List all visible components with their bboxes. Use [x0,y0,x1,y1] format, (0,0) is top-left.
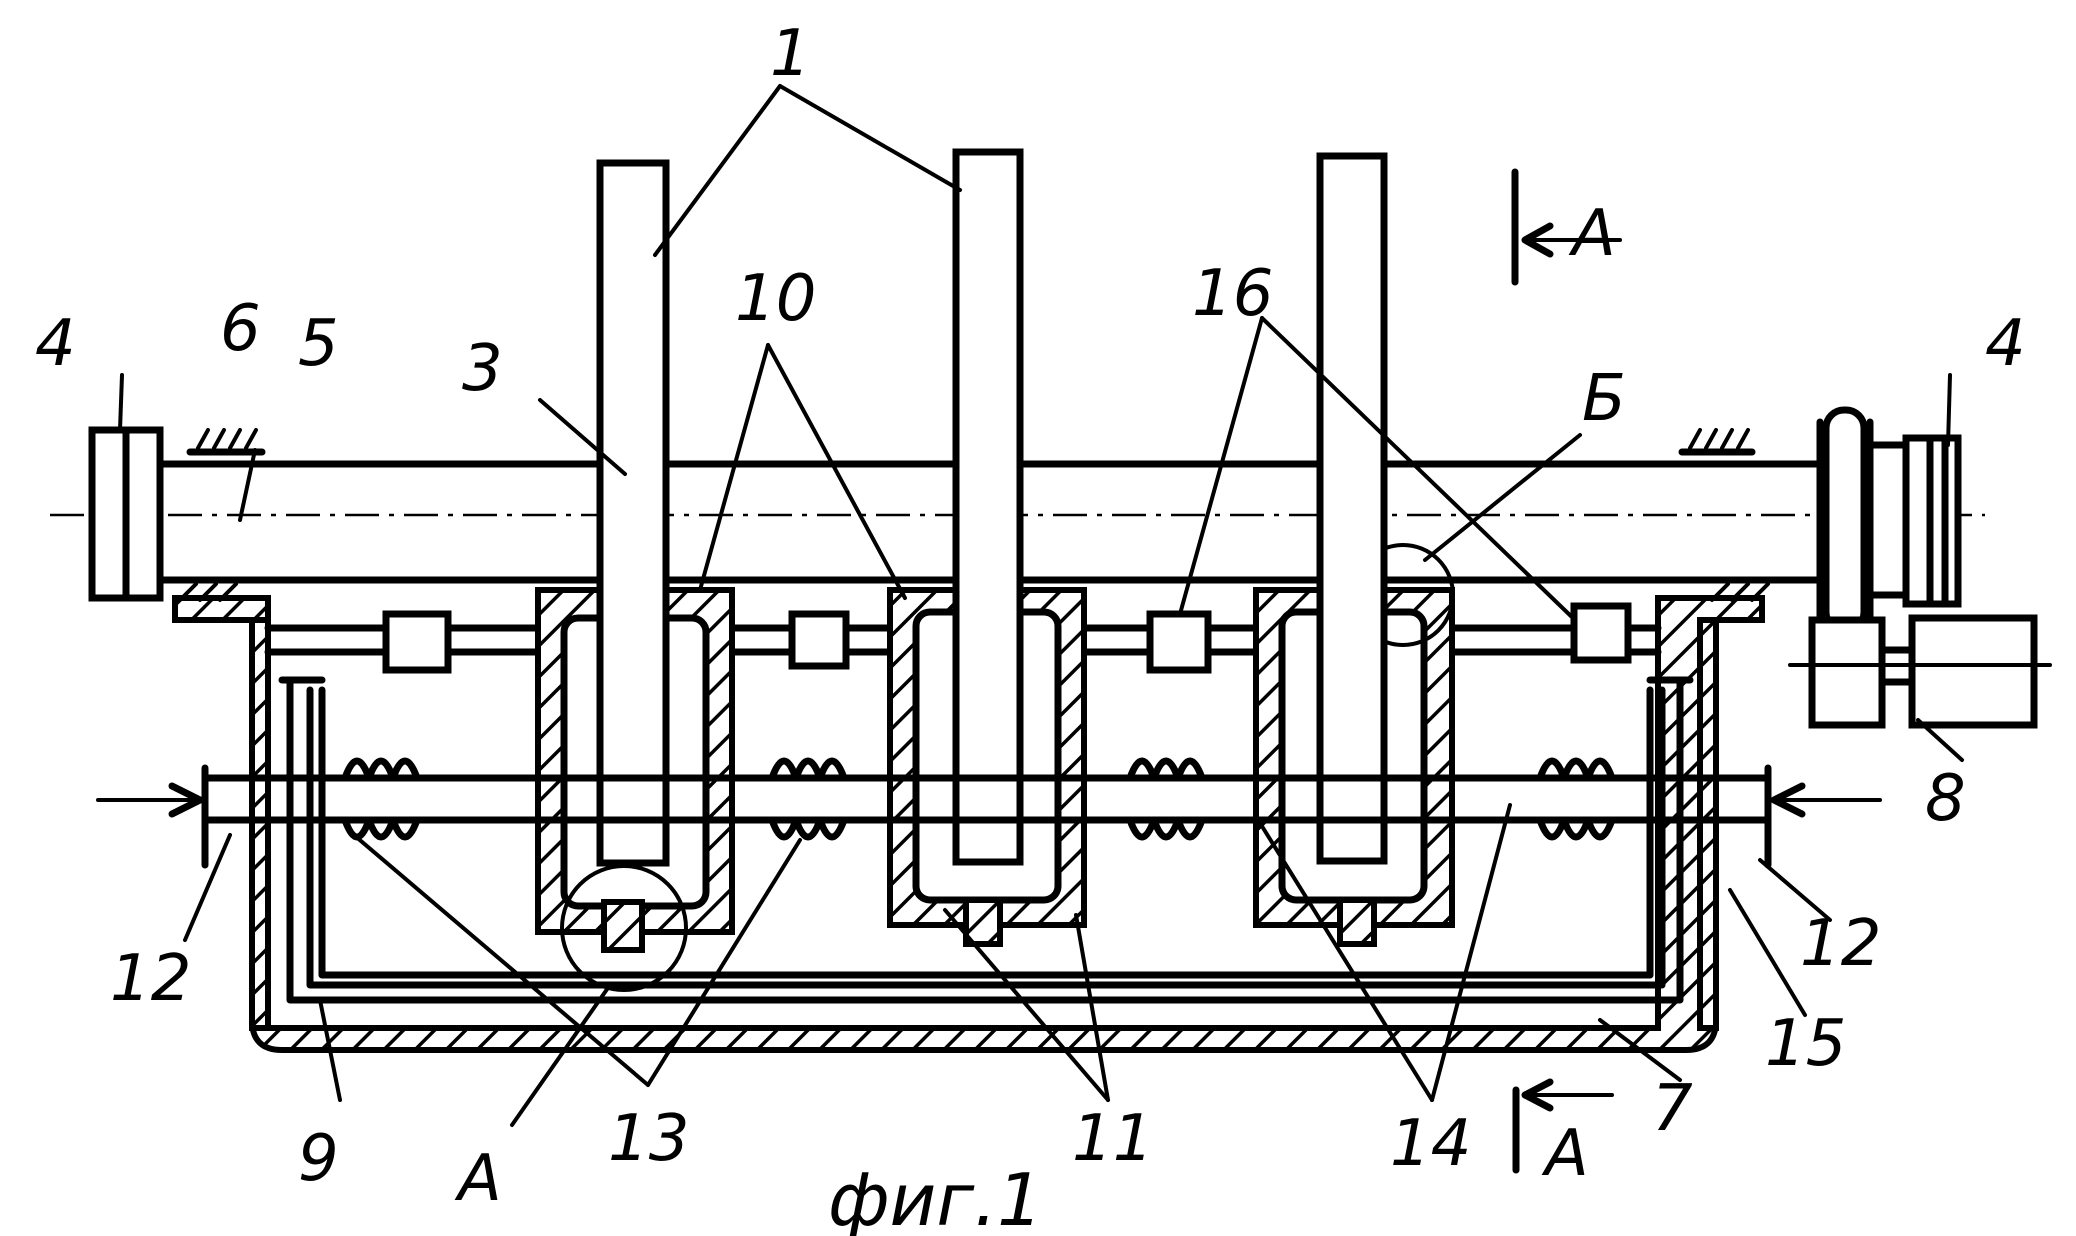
label-15: 15 [1765,1007,1846,1081]
label-6: 6 [220,292,261,366]
blade-1 [600,163,666,863]
blade-2 [956,152,1020,862]
label-3: 3 [462,332,503,406]
label-14: 14 [1390,1107,1471,1181]
label-12-right: 12 [1800,907,1881,981]
figure-caption: фиг.1 [828,1158,1043,1236]
label-7: 7 [1652,1072,1693,1146]
label-section-top: А [1568,197,1616,271]
label-detail-a: А [454,1142,502,1216]
label-8: 8 [1925,762,1966,836]
label-10: 10 [735,262,816,336]
label-12-left: 12 [110,942,191,1016]
label-11: 11 [1072,1102,1153,1176]
end-disc-left [92,430,160,598]
end-disc-right [1862,438,1958,604]
label-16: 16 [1192,257,1273,331]
inlet-arrow-right [1774,786,1880,814]
label-5: 5 [298,307,339,381]
label-section-bottom: А [1541,1117,1589,1191]
label-13: 13 [608,1102,689,1176]
bearing-left [190,430,262,452]
label-4-right: 4 [1985,307,2026,381]
label-detail-b: Б [1582,362,1626,436]
label-4-left: 4 [35,307,76,381]
label-9: 9 [298,1122,339,1196]
bearing-right [1682,430,1752,452]
inlet-arrow-left [98,786,200,814]
blade-3 [1320,156,1384,861]
motor [1790,618,2050,725]
label-1: 1 [770,17,811,91]
belt-drive [1820,410,1870,630]
